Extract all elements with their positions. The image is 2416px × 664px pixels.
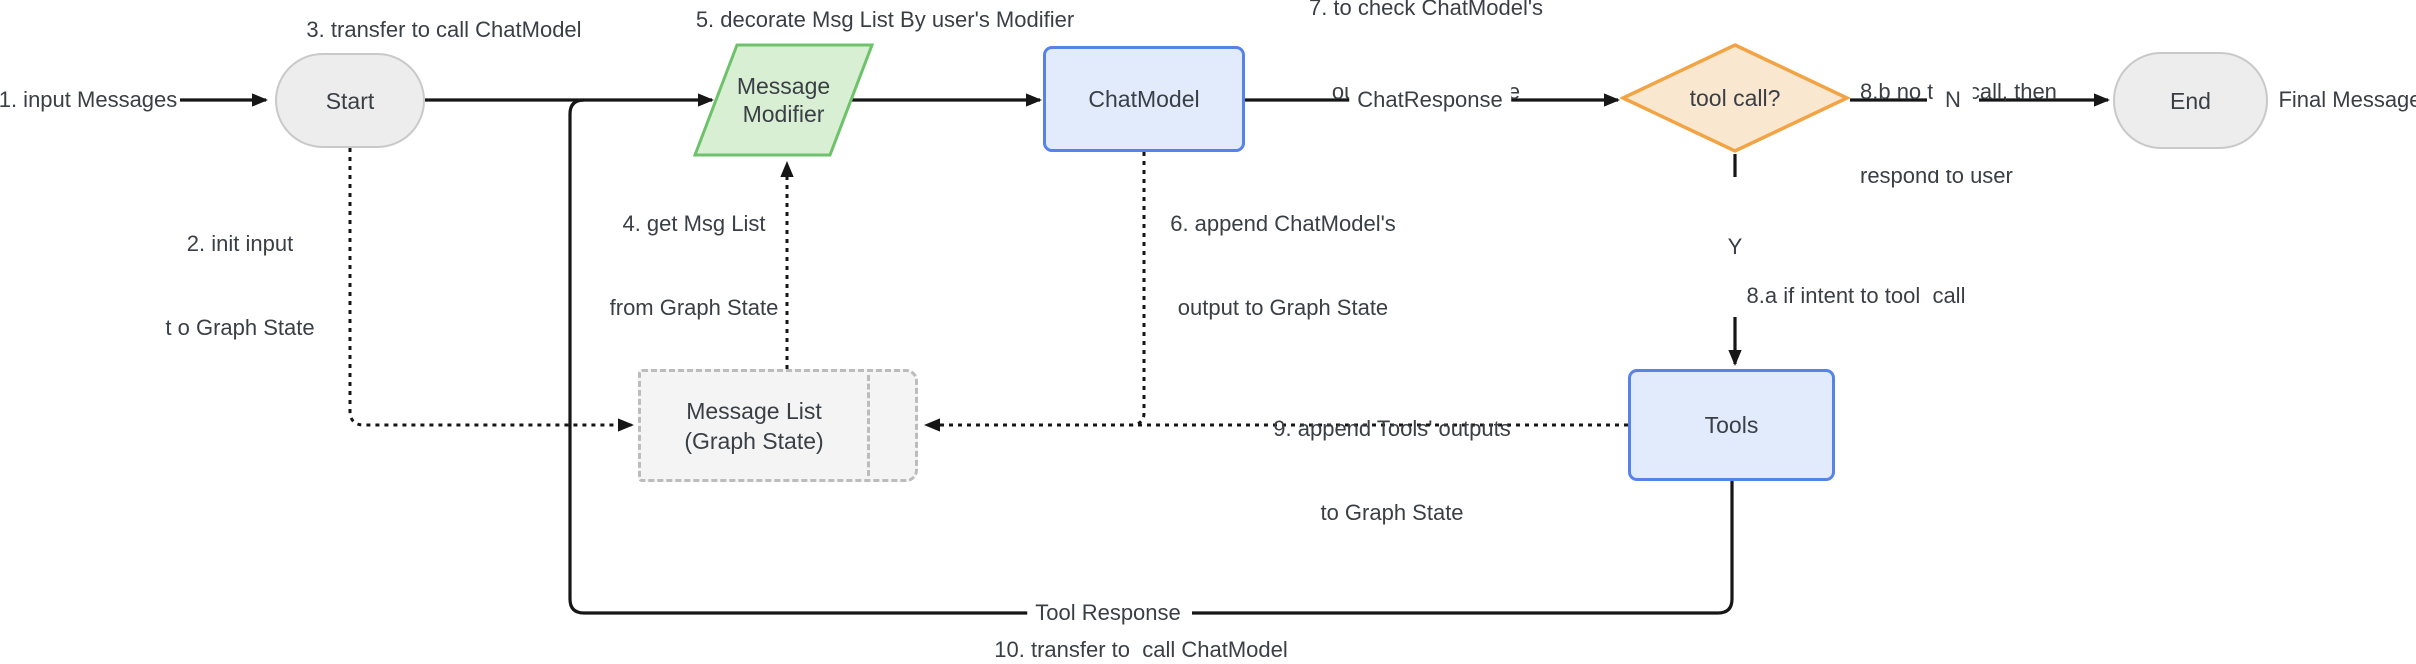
node-message-modifier-label: Message Modifier [736,73,831,127]
label-step6: 6. append ChatModel's output to Graph St… [1170,211,1396,320]
label-tool-response: Tool Response [1027,543,1189,664]
node-tools-label: Tools [1704,412,1759,438]
label-branch-no: N [1932,30,1974,170]
node-end-label: End [2170,87,2211,114]
label-step3: 3. transfer to call ChatModel [306,17,582,42]
parallelogram-shape [693,43,874,157]
node-message-list-labels: Message List (Graph State) [641,372,867,479]
node-tool-call-decision: tool call? [1620,42,1850,154]
edge-chatmodel-to-state-dotted [1129,152,1146,427]
node-end: End [2113,52,2268,149]
node-chatmodel: ChatModel [1043,46,1245,152]
message-list-label-line2: (Graph State) [684,427,824,454]
label-final-message: Final Message [2278,87,2416,112]
edge-tools-loop-to-modifier [568,98,1734,615]
label-chat-response: ChatResponse [1349,30,1511,170]
node-message-modifier: Message Modifier [693,43,874,157]
node-tools: Tools [1628,369,1835,481]
node-chatmodel-label: ChatModel [1088,86,1200,112]
label-branch-yes: Y [1714,177,1756,317]
state-divider [867,375,870,476]
diamond-shape [1620,43,1850,153]
edge-start-to-state-dotted [348,148,634,432]
node-tool-call-decision-label: tool call? [1689,85,1781,111]
label-step4: 4. get Msg List from Graph State [609,211,779,320]
node-start: Start [275,53,425,148]
label-step5: 5. decorate Msg List By user's Modifier [695,7,1075,32]
node-start-label: Start [325,87,375,114]
message-list-label-line1: Message List [686,397,822,424]
label-step1: 1. input Messages [0,87,178,112]
label-step8a: 8.a if intent to tool call [1746,283,1966,308]
label-step9: 9. append Tools' outputs to Graph State [1273,416,1511,525]
label-step10: 10. transfer to call ChatModel [994,637,1288,662]
label-step2: 2. init input t o Graph State [165,231,315,340]
node-message-list-state: Message List (Graph State) [638,369,918,482]
